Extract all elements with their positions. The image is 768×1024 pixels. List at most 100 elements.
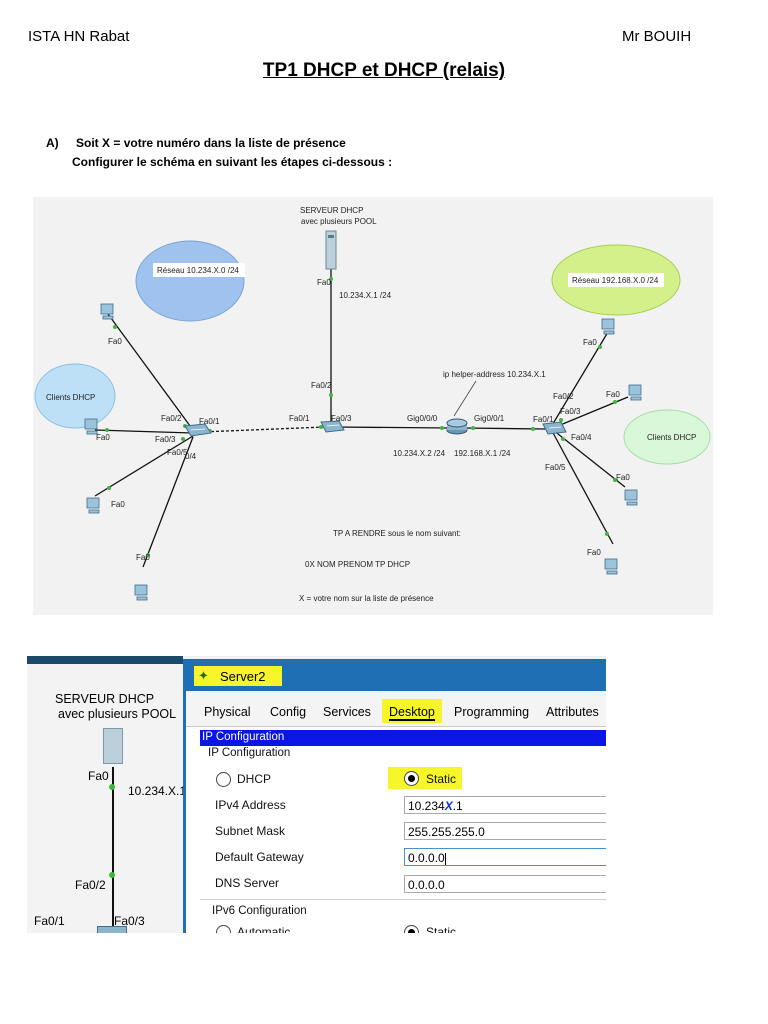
packet-tracer-screenshot: SERVEUR DHCP avec plusieurs POOL Fa0 10.… [27,656,606,933]
note-line-1: TP A RENDRE sous le nom suivant: [333,529,461,538]
ipv4-value-x: X [444,799,453,813]
right-sw-fa02-label: Fa0/2 [553,392,574,401]
switch-left-icon [184,423,212,437]
ipv6-static-radio[interactable] [404,925,419,933]
right-sw-fa03-label: Fa0/3 [560,407,581,416]
pt-left-link [112,767,114,933]
pt-left-switch-icon [97,926,127,933]
default-gateway-field[interactable]: 0.0.0.0 [404,848,606,866]
pc1-port-label: Fa0 [108,337,122,346]
pc2-port-label: Fa0 [96,433,110,442]
ip-config-titlebar: IP Configuration [200,730,606,746]
server-port-label: Fa0 [317,278,331,287]
window-titlebar[interactable]: ✦ Server2 [186,659,606,691]
router-ip1-label: 192.168.X.1 /24 [454,449,511,458]
server-window: ✦ Server2 Physical Config Services Deskt… [183,659,606,933]
title-highlight [194,666,282,686]
ip-config-section-label: IP Configuration [208,747,291,759]
pt-left-marker-2 [109,872,115,878]
server-label-1: SERVEUR DHCP [300,206,363,215]
clients-left-bubble [34,363,116,429]
left-sw-fa05-label: Fa0/5 [167,448,188,457]
tab-services[interactable]: Services [323,705,371,719]
pc4-port-label: Fa0 [136,553,150,562]
tab-physical[interactable]: Physical [204,705,251,719]
network-topology-diagram: SERVEUR DHCP avec plusieurs POOL Fa0 10.… [33,197,713,615]
switch-right-icon [542,421,567,435]
text-caret [444,852,446,865]
subnet-mask-field[interactable]: 255.255.255.0 [404,822,606,840]
pc5-port-label: Fa0 [583,338,597,347]
helper-pointer [453,380,477,417]
pt-left-marker-1 [109,784,115,790]
router-g1-label: Gig0/0/1 [474,414,505,423]
subnet-mask-label: Subnet Mask [215,824,286,838]
pt-left-server-label-2: avec plusieurs POOL [58,707,177,721]
pt-left-fa02-label: Fa0/2 [75,878,106,892]
tab-attributes[interactable]: Attributes [546,705,599,719]
ipv6-static-label: Static [426,925,457,933]
ipv4-value-suffix: .1 [452,799,463,813]
switch-center-fa01-label: Fa0/1 [289,414,310,423]
network-right-label: Réseau 192.168.X.0 /24 [572,276,659,285]
dns-server-label: DNS Server [215,876,280,890]
pt-top-strip [27,656,183,664]
pt-left-fa03-label: Fa0/3 [114,914,145,928]
header-school: ISTA HN Rabat [28,28,130,45]
dhcp-radio[interactable] [216,772,231,787]
pc8-port-label: Fa0 [587,548,601,557]
clients-right-label: Clients DHCP [647,433,696,442]
header-teacher: Mr BOUIH [622,28,692,45]
ipv6-auto-radio[interactable] [216,925,231,933]
left-sw-fa03-label: Fa0/3 [155,435,176,444]
dns-server-field[interactable]: 0.0.0.0 [404,875,606,893]
clients-left-label: Clients DHCP [46,393,95,402]
router-ip0-label: 10.234.X.2 /24 [393,449,446,458]
instruction-marker: A) [46,136,59,150]
pc-icons [84,303,642,601]
switch-center-fa03-label: Fa0/3 [331,414,352,423]
pt-left-topology: SERVEUR DHCP avec plusieurs POOL Fa0 10.… [27,656,187,933]
right-sw-fa04-label: Fa0/4 [571,433,592,442]
right-sw-fa01-label: Fa0/1 [533,415,554,424]
static-radio[interactable] [404,771,419,786]
network-right-label-box [568,273,664,287]
tab-programming[interactable]: Programming [454,705,530,719]
helper-address-label: ip helper-address 10.234.X.1 [443,370,546,379]
pc7-port-label: Fa0 [616,473,630,482]
router-g0-label: Gig0/0/0 [407,414,438,423]
dhcp-radio-label: DHCP [237,772,272,786]
pc3-port-label: Fa0 [111,500,125,509]
pt-left-server-label-1: SERVEUR DHCP [55,692,155,706]
server-label-2: avec plusieurs POOL [301,217,377,226]
ipv4-value-prefix: 10.234 [408,799,445,813]
pt-left-ip-label: 10.234.X.1 [128,784,187,798]
default-gateway-value: 0.0.0.0 [408,851,445,865]
tab-bar: Physical Config Services Desktop Program… [186,691,606,727]
switch-uplink-label: Fa0/2 [311,381,332,390]
right-sw-fa05-label: Fa0/5 [545,463,566,472]
switch-center-icon [320,420,345,433]
left-sw-fa04-label: 0/4 [185,452,197,461]
left-sw-fa01-label: Fa0/1 [199,417,220,426]
tab-config[interactable]: Config [270,705,307,719]
instruction-text-1: Soit X = votre numéro dans la liste de p… [76,136,346,150]
clients-right-bubble [623,409,711,465]
dhcp-server-icon [325,230,337,270]
network-left-bubble [135,240,245,322]
server-app-icon: ✦ [198,668,209,683]
topology-svg: SERVEUR DHCP avec plusieurs POOL Fa0 10.… [34,206,711,603]
note-line-3: X = votre nom sur la liste de présence [299,594,434,603]
network-left-label: Réseau 10.234.X.0 /24 [157,266,239,275]
ip-config-bar-title: IP Configuration [202,731,285,743]
pt-left-fa01-label: Fa0/1 [34,914,65,928]
pt-left-server-icon [103,728,123,764]
instruction-line-2: Configurer le schéma en suivant les étap… [72,155,393,169]
ipv4-address-field[interactable]: 10.234X.1 [404,796,606,814]
tab-desktop[interactable]: Desktop [389,705,435,721]
router-icon [446,418,468,435]
note-line-2: 0X NOM PRENOM TP DHCP [305,560,410,569]
pc6-port-label: Fa0 [606,390,620,399]
window-title: Server2 [220,669,266,684]
static-radio-label: Static [426,772,457,786]
